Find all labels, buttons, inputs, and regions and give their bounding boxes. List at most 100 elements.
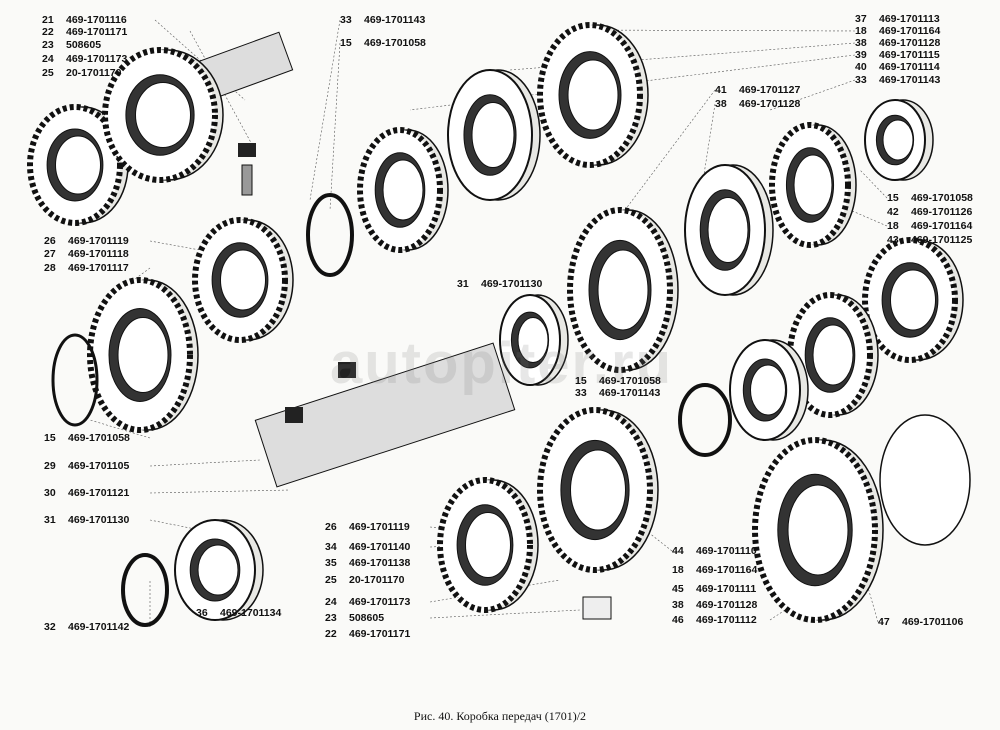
part-number: 25 <box>42 67 54 79</box>
leader-line <box>859 169 888 199</box>
part-number: 41 <box>715 84 727 96</box>
part-code: 469-1701127 <box>739 84 801 96</box>
part-number: 45 <box>672 583 684 595</box>
input-gear-hub <box>55 135 101 195</box>
part-number: 32 <box>44 621 56 633</box>
callout-label: 23 508605 <box>42 39 101 51</box>
part-number: 15 <box>340 37 352 49</box>
part-code: 20-1701170 <box>66 67 122 79</box>
leader-line <box>429 609 581 619</box>
part-code: 469-1701140 <box>349 541 411 553</box>
part-code: 469-1701138 <box>349 557 411 569</box>
part-code: 469-1701106 <box>902 616 964 628</box>
part-number: 35 <box>325 557 337 569</box>
callout-label: 22 469-1701171 <box>325 628 410 640</box>
key <box>338 362 356 378</box>
gear-26-hub <box>220 249 266 311</box>
part-code: 469-1701130 <box>68 514 130 526</box>
leader-line <box>149 519 201 531</box>
callout-label: 21 469-1701116 <box>42 14 127 26</box>
callout-label: 24 469-1701173 <box>42 53 127 65</box>
cone-41-hub <box>707 197 749 263</box>
part-code: 469-1701119 <box>68 235 129 247</box>
part-code: 469-1701115 <box>879 49 940 61</box>
part-number: 15 <box>887 192 899 204</box>
part-number: 37 <box>855 13 867 25</box>
part-code: 469-1701143 <box>364 14 426 26</box>
part-code: 469-1701171 <box>349 628 411 640</box>
gear-34-hub <box>465 512 511 578</box>
part-number: 23 <box>42 39 54 51</box>
part-code: 469-1701110 <box>696 545 757 557</box>
main-shaft <box>254 342 516 488</box>
part-number: 21 <box>42 14 54 26</box>
spring <box>241 164 253 196</box>
part-number: 18 <box>672 564 684 576</box>
part-code: 469-1701111 <box>696 583 757 595</box>
callout-label: 44 469-1701110 <box>672 545 757 557</box>
part-code: 469-1701128 <box>879 37 941 49</box>
synchro-gear-1-hub <box>135 82 191 148</box>
callout-label: 25 20-1701170 <box>42 67 121 79</box>
leader-line <box>149 489 291 494</box>
part-number: 44 <box>672 545 684 557</box>
leader-line <box>329 42 341 211</box>
part-code: 469-1701173 <box>66 53 128 65</box>
part-number: 29 <box>44 460 56 472</box>
hub-43-hub <box>890 269 936 331</box>
part-code: 469-1701058 <box>911 192 973 204</box>
part-code: 469-1701173 <box>349 596 411 608</box>
part-number: 28 <box>44 262 56 274</box>
part-number: 31 <box>457 278 469 290</box>
part-number: 18 <box>855 25 867 37</box>
leader-line <box>579 29 856 32</box>
part-code: 508605 <box>66 39 102 51</box>
part-number: 47 <box>878 616 890 628</box>
ring-15-hub <box>882 119 914 161</box>
part-code: 469-1701125 <box>911 234 973 246</box>
synchro-43-hub <box>812 324 854 386</box>
part-number: 40 <box>855 61 867 73</box>
part-number: 33 <box>575 387 587 399</box>
gear-44-hub <box>570 449 626 531</box>
thrust-ring <box>306 193 354 277</box>
watermark: autopiter.ru <box>330 331 674 396</box>
part-code: 469-1701142 <box>68 621 130 633</box>
part-number: 38 <box>855 37 867 49</box>
ring-32 <box>121 553 169 627</box>
part-number: 22 <box>325 628 337 640</box>
part-code: 469-1701116 <box>66 14 127 26</box>
synchro-ring-hub <box>382 159 424 221</box>
part-number: 24 <box>42 53 54 65</box>
part-code: 469-1701128 <box>696 599 758 611</box>
key <box>285 407 303 423</box>
callout-label: 27 469-1701118 <box>44 248 129 260</box>
part-number: 25 <box>325 574 337 586</box>
part-code: 469-1701134 <box>220 607 282 619</box>
part-number: 36 <box>196 607 208 619</box>
leader-line <box>149 240 201 251</box>
part-code: 469-1701118 <box>68 248 129 260</box>
part-code: 469-1701113 <box>879 13 940 25</box>
part-number: 27 <box>44 248 56 260</box>
needle-bearing-31b-hub <box>197 544 239 596</box>
callout-label: 35 469-1701138 <box>325 557 410 569</box>
synchro-42-hub <box>793 154 833 216</box>
part-code: 469-1701126 <box>911 206 973 218</box>
